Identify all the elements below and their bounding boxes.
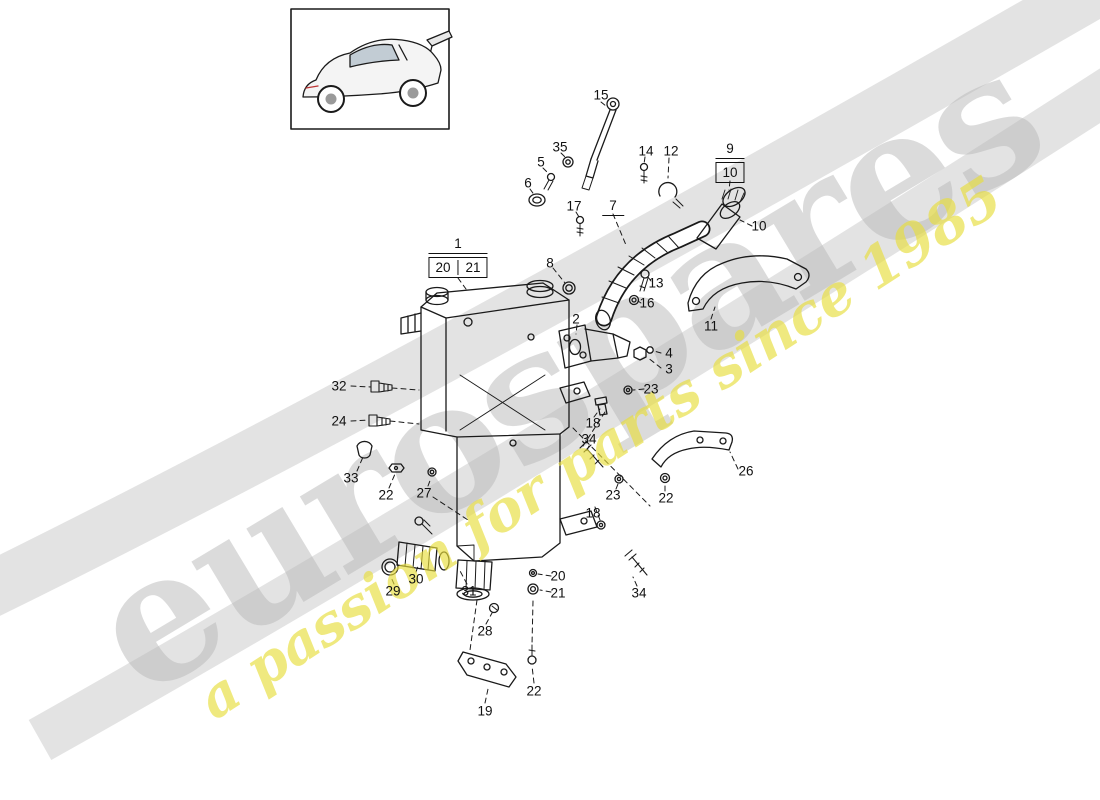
assembly-rule — [715, 158, 745, 159]
part-label-8[interactable]: 8 — [546, 255, 554, 271]
part-label-20[interactable]: 20 — [435, 260, 451, 275]
part-label-22[interactable]: 22 — [526, 683, 542, 699]
part-label-22[interactable]: 22 — [658, 490, 674, 506]
vehicle-thumbnail-icon — [290, 8, 453, 130]
part-label-10[interactable]: 10 — [751, 218, 767, 234]
part-label-16[interactable]: 16 — [639, 295, 655, 311]
part-label-2[interactable]: 2 — [572, 311, 580, 327]
part-label-35[interactable]: 35 — [552, 139, 568, 155]
part-label-1[interactable]: 1 — [454, 236, 462, 251]
assembly-divider — [457, 260, 459, 275]
part-label-34[interactable]: 34 — [581, 431, 597, 447]
part-label-14[interactable]: 14 — [638, 143, 654, 159]
part-label-34[interactable]: 34 — [631, 585, 647, 601]
part-label-32[interactable]: 32 — [331, 378, 347, 394]
part-label-23[interactable]: 23 — [643, 381, 659, 397]
part-label-29[interactable]: 29 — [385, 583, 401, 599]
assembly-rule — [428, 253, 488, 254]
left-fasteners — [356, 380, 437, 535]
part-label-26[interactable]: 26 — [738, 463, 754, 479]
assembly-box-10: 10 — [715, 162, 745, 183]
part-label-11[interactable]: 11 — [703, 318, 719, 334]
part-label-31[interactable]: 31 — [461, 583, 477, 599]
part-label-28[interactable]: 28 — [477, 623, 493, 639]
part-label-6[interactable]: 6 — [524, 175, 532, 191]
part-label-3[interactable]: 3 — [665, 361, 673, 377]
part-label-7[interactable]: 7 — [602, 198, 624, 216]
part-label-10[interactable]: 10 — [722, 165, 738, 180]
part-label-9[interactable]: 9 — [726, 141, 734, 156]
filler-hose — [595, 186, 746, 331]
oil-tank — [400, 279, 598, 562]
part-label-4[interactable]: 4 — [665, 345, 673, 361]
part-label-30[interactable]: 30 — [408, 571, 424, 587]
part-label-15[interactable]: 15 — [593, 87, 609, 103]
part-label-21[interactable]: 21 — [550, 585, 566, 601]
part-label-18[interactable]: 18 — [585, 505, 601, 521]
assembly-label-hose: 7 — [602, 198, 624, 216]
part-label-18[interactable]: 18 — [585, 415, 601, 431]
part-label-19[interactable]: 19 — [477, 703, 493, 719]
part-label-17[interactable]: 17 — [566, 198, 582, 214]
part-label-33[interactable]: 33 — [343, 470, 359, 486]
part-label-5[interactable]: 5 — [537, 154, 545, 170]
part-label-24[interactable]: 24 — [331, 413, 347, 429]
part-label-20[interactable]: 20 — [550, 568, 566, 584]
part-label-27[interactable]: 27 — [416, 485, 432, 501]
leader-lines — [350, 101, 753, 704]
part-label-23[interactable]: 23 — [605, 487, 621, 503]
part-label-12[interactable]: 12 — [663, 143, 679, 159]
part-label-13[interactable]: 13 — [648, 275, 664, 291]
bottom-parts — [381, 541, 539, 688]
part-label-22[interactable]: 22 — [378, 487, 394, 503]
assembly-label-tank: 1 20 21 — [428, 236, 488, 278]
part-label-21[interactable]: 21 — [465, 260, 481, 275]
upper-small-parts — [528, 97, 810, 312]
assembly-label-filler: 9 10 — [715, 141, 745, 183]
assembly-box-20-21: 20 21 — [428, 257, 488, 278]
thermostat-housing — [558, 281, 654, 369]
